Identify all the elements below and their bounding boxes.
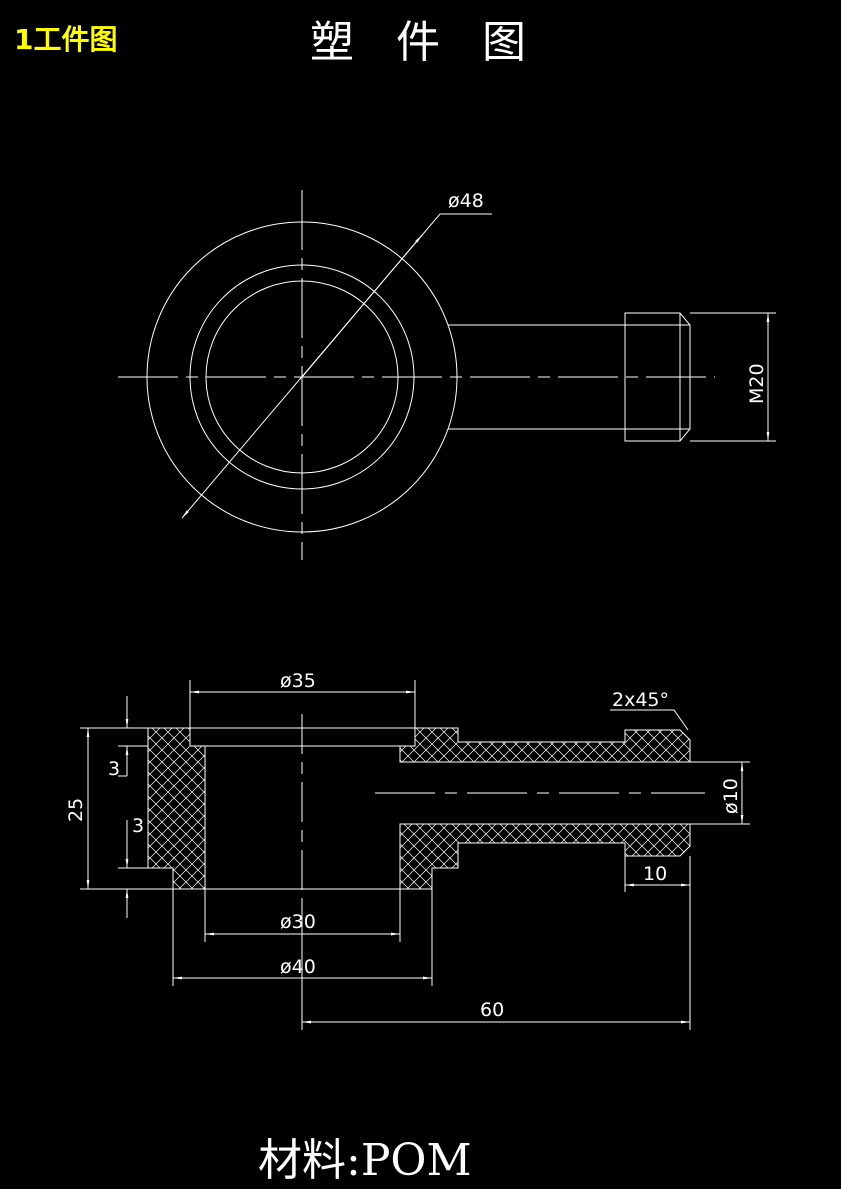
diameter-48-arrow (301, 234, 423, 378)
diameter-48-leader (181, 213, 492, 519)
title-text: 塑 件 图 (310, 17, 540, 68)
dim-l60: 60 (480, 999, 504, 1021)
drawing-number-label: 1工件图 (14, 23, 118, 56)
bore-outline (189, 727, 416, 889)
dim-d10: ø10 (720, 778, 742, 814)
bottom-outline (84, 868, 433, 890)
d10-ext (690, 761, 750, 825)
top-view (118, 190, 776, 560)
d40-ext (172, 889, 433, 986)
dim-d40: ø40 (280, 956, 316, 978)
material-label: 材料:POM (258, 1135, 472, 1186)
d35-ext (189, 680, 416, 728)
dim-d48: ø48 (448, 190, 484, 212)
dim-chamfer: 2x45° (612, 689, 669, 711)
section-dimensions (80, 680, 750, 1030)
left-wall-hatch (147, 727, 206, 890)
section-view (84, 714, 705, 905)
right-wall-hatch (399, 727, 691, 763)
h25-ext (80, 727, 148, 890)
dim-l10: 10 (643, 863, 667, 885)
dim-d30: ø30 (280, 911, 316, 933)
dim-d35: ø35 (280, 670, 316, 692)
arm-lines (448, 324, 625, 430)
chamfer-leader (610, 709, 689, 731)
t3a-marks (118, 696, 148, 777)
dim-m20: M20 (746, 363, 768, 404)
m20-extension (690, 312, 776, 442)
dim-t3a: 3 (108, 758, 120, 780)
dim-h25: 25 (65, 798, 87, 822)
dim-t3b: 3 (132, 815, 144, 837)
right-bottom-hatch (399, 823, 691, 890)
